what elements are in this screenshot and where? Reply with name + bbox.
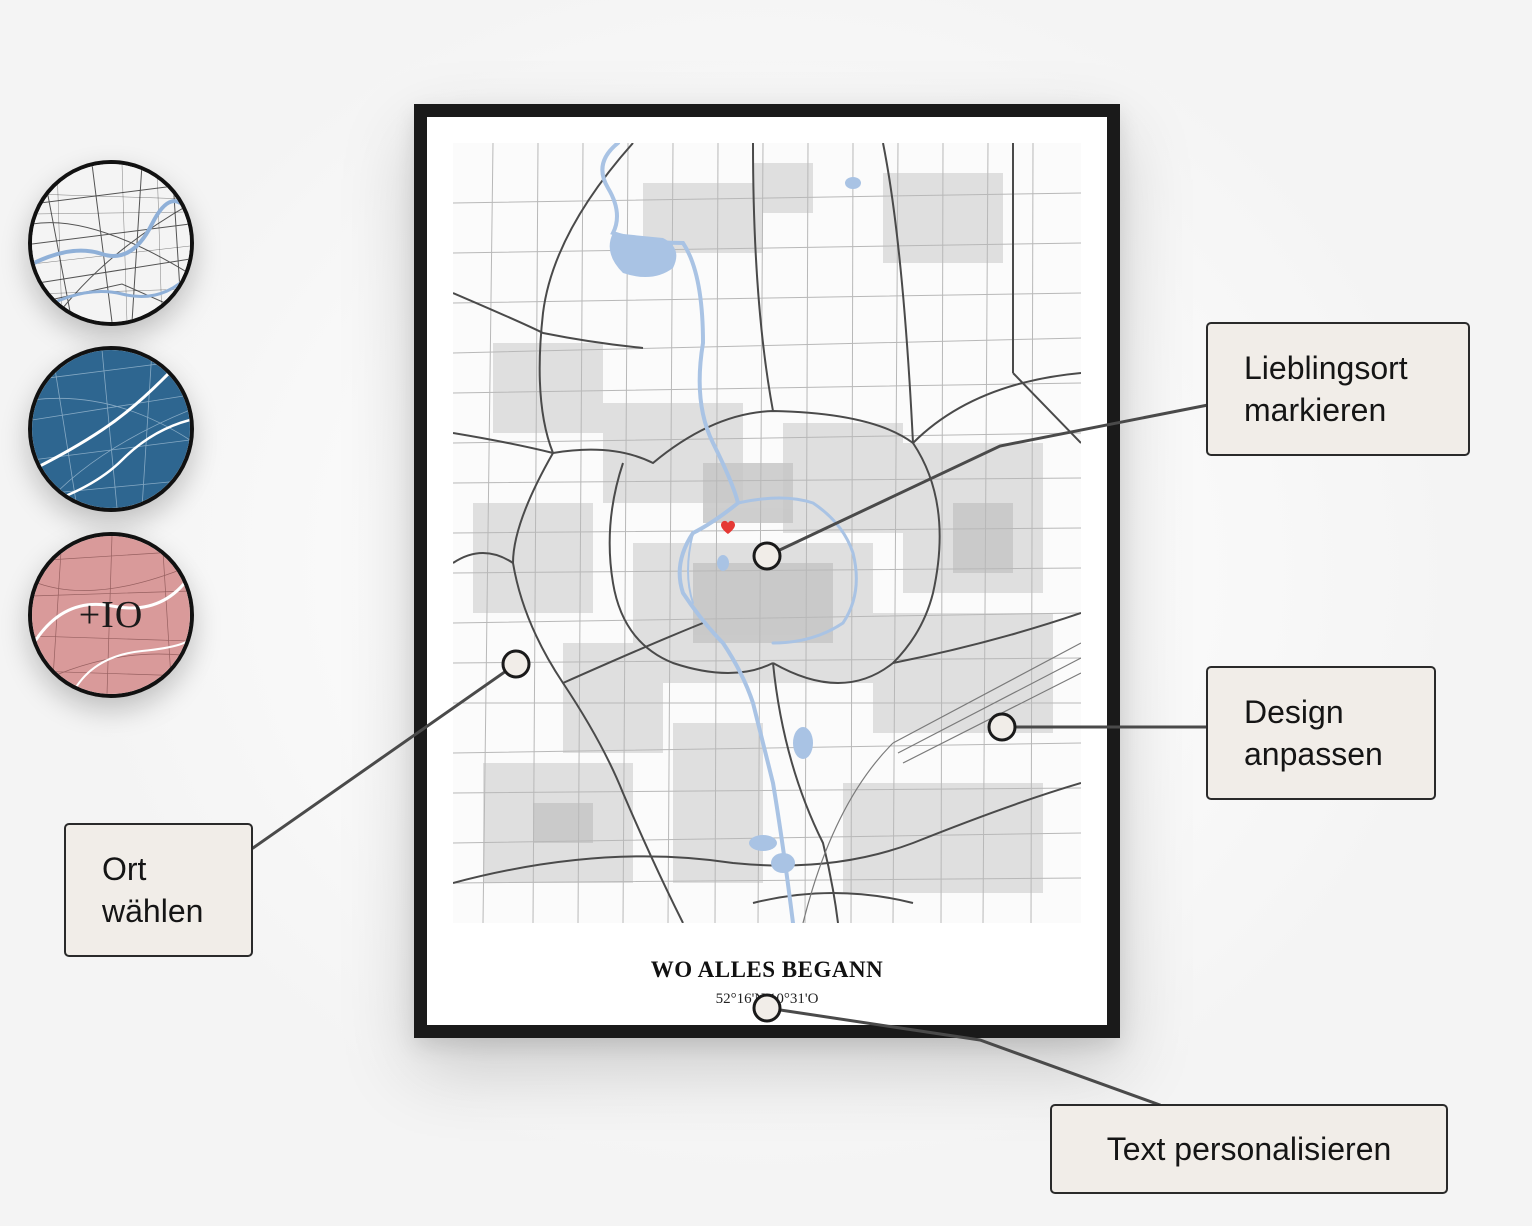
connector-text <box>765 1006 1162 1107</box>
style-option-rose[interactable]: +IO <box>28 532 194 698</box>
callout-text: Text personalisieren <box>1050 1104 1448 1194</box>
city-map[interactable] <box>453 143 1081 923</box>
favorite-place-heart-icon <box>721 520 735 534</box>
hotspot-design[interactable] <box>987 712 1017 742</box>
style-option-blue[interactable] <box>28 346 194 512</box>
connector-favorite <box>765 403 1210 558</box>
style-option-rose-map <box>32 536 190 694</box>
map-poster-frame: WO ALLES BEGANN 52°16'N 10°31'O <box>414 104 1120 1038</box>
callout-design: Design anpassen <box>1206 666 1436 800</box>
city-map-graphic <box>453 143 1081 923</box>
callout-location: Ort wählen <box>64 823 253 957</box>
hotspot-location[interactable] <box>501 649 531 679</box>
style-option-blue-map <box>32 350 190 508</box>
connector-location <box>251 662 518 850</box>
hotspot-text[interactable] <box>752 993 782 1023</box>
more-styles-label: +IO <box>78 594 144 636</box>
poster-title[interactable]: WO ALLES BEGANN <box>650 957 884 982</box>
map-poster: WO ALLES BEGANN 52°16'N 10°31'O <box>427 117 1107 1025</box>
hotspot-favorite[interactable] <box>752 541 782 571</box>
callout-favorite-place: Lieblingsort markieren <box>1206 322 1470 456</box>
